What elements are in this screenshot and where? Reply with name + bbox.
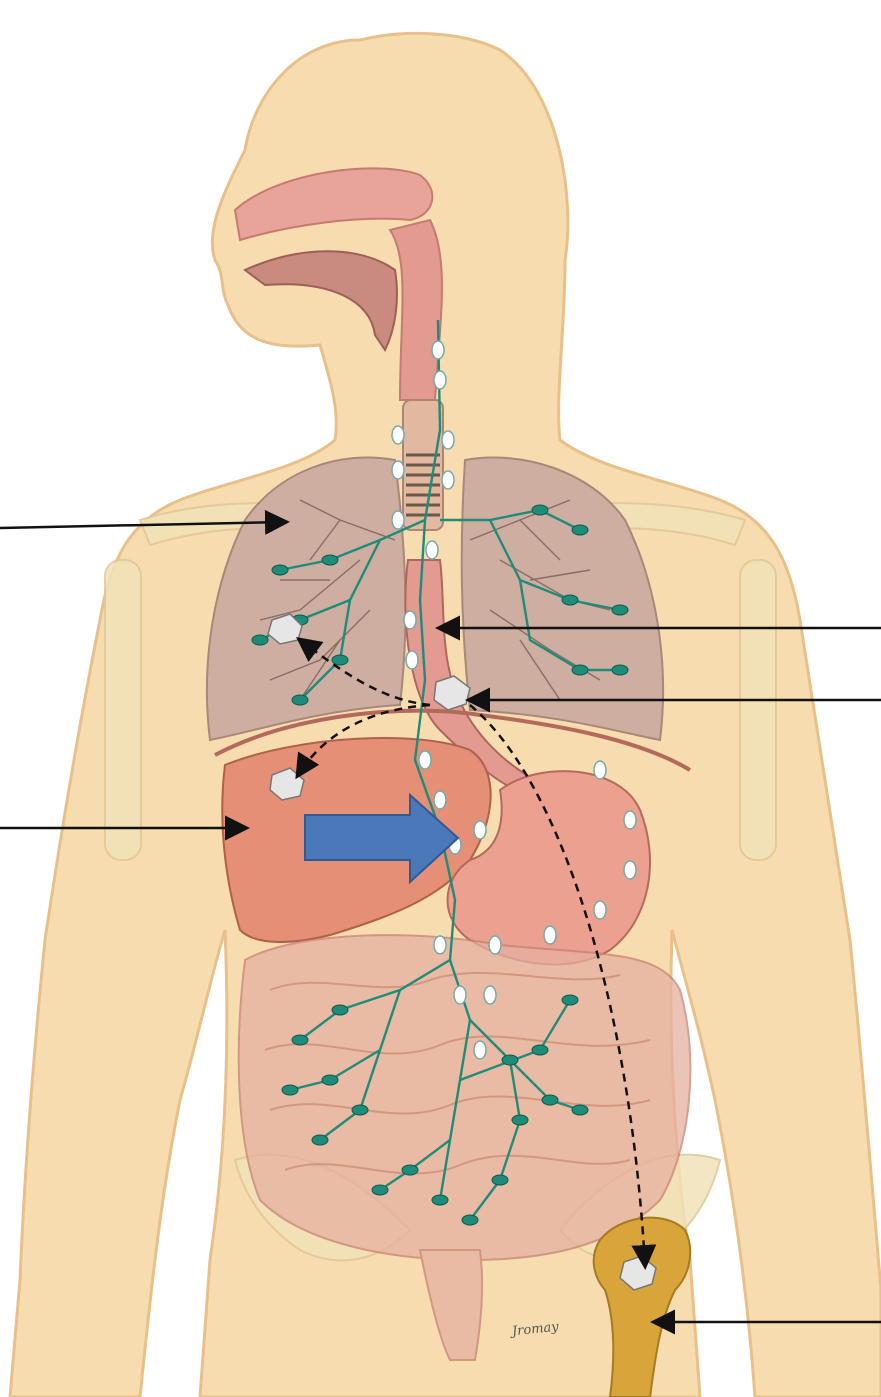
trachea (403, 400, 443, 530)
